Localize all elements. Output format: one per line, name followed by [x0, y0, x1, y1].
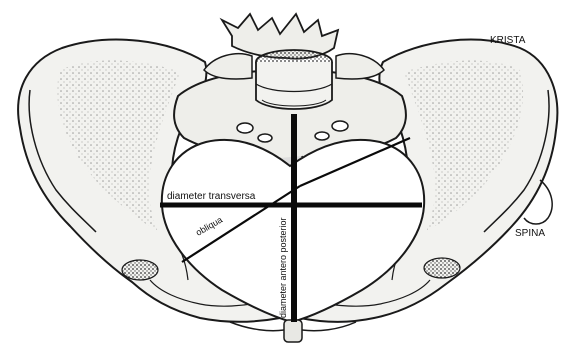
- label-diameter-antero-posterior: diameter antero posterior: [278, 217, 288, 318]
- label-diameter-transversa: diameter transversa: [167, 191, 256, 202]
- pubic-symphysis: [230, 320, 356, 342]
- label-spina: SPINA: [515, 228, 545, 239]
- label-krista: KRISTA: [490, 35, 526, 46]
